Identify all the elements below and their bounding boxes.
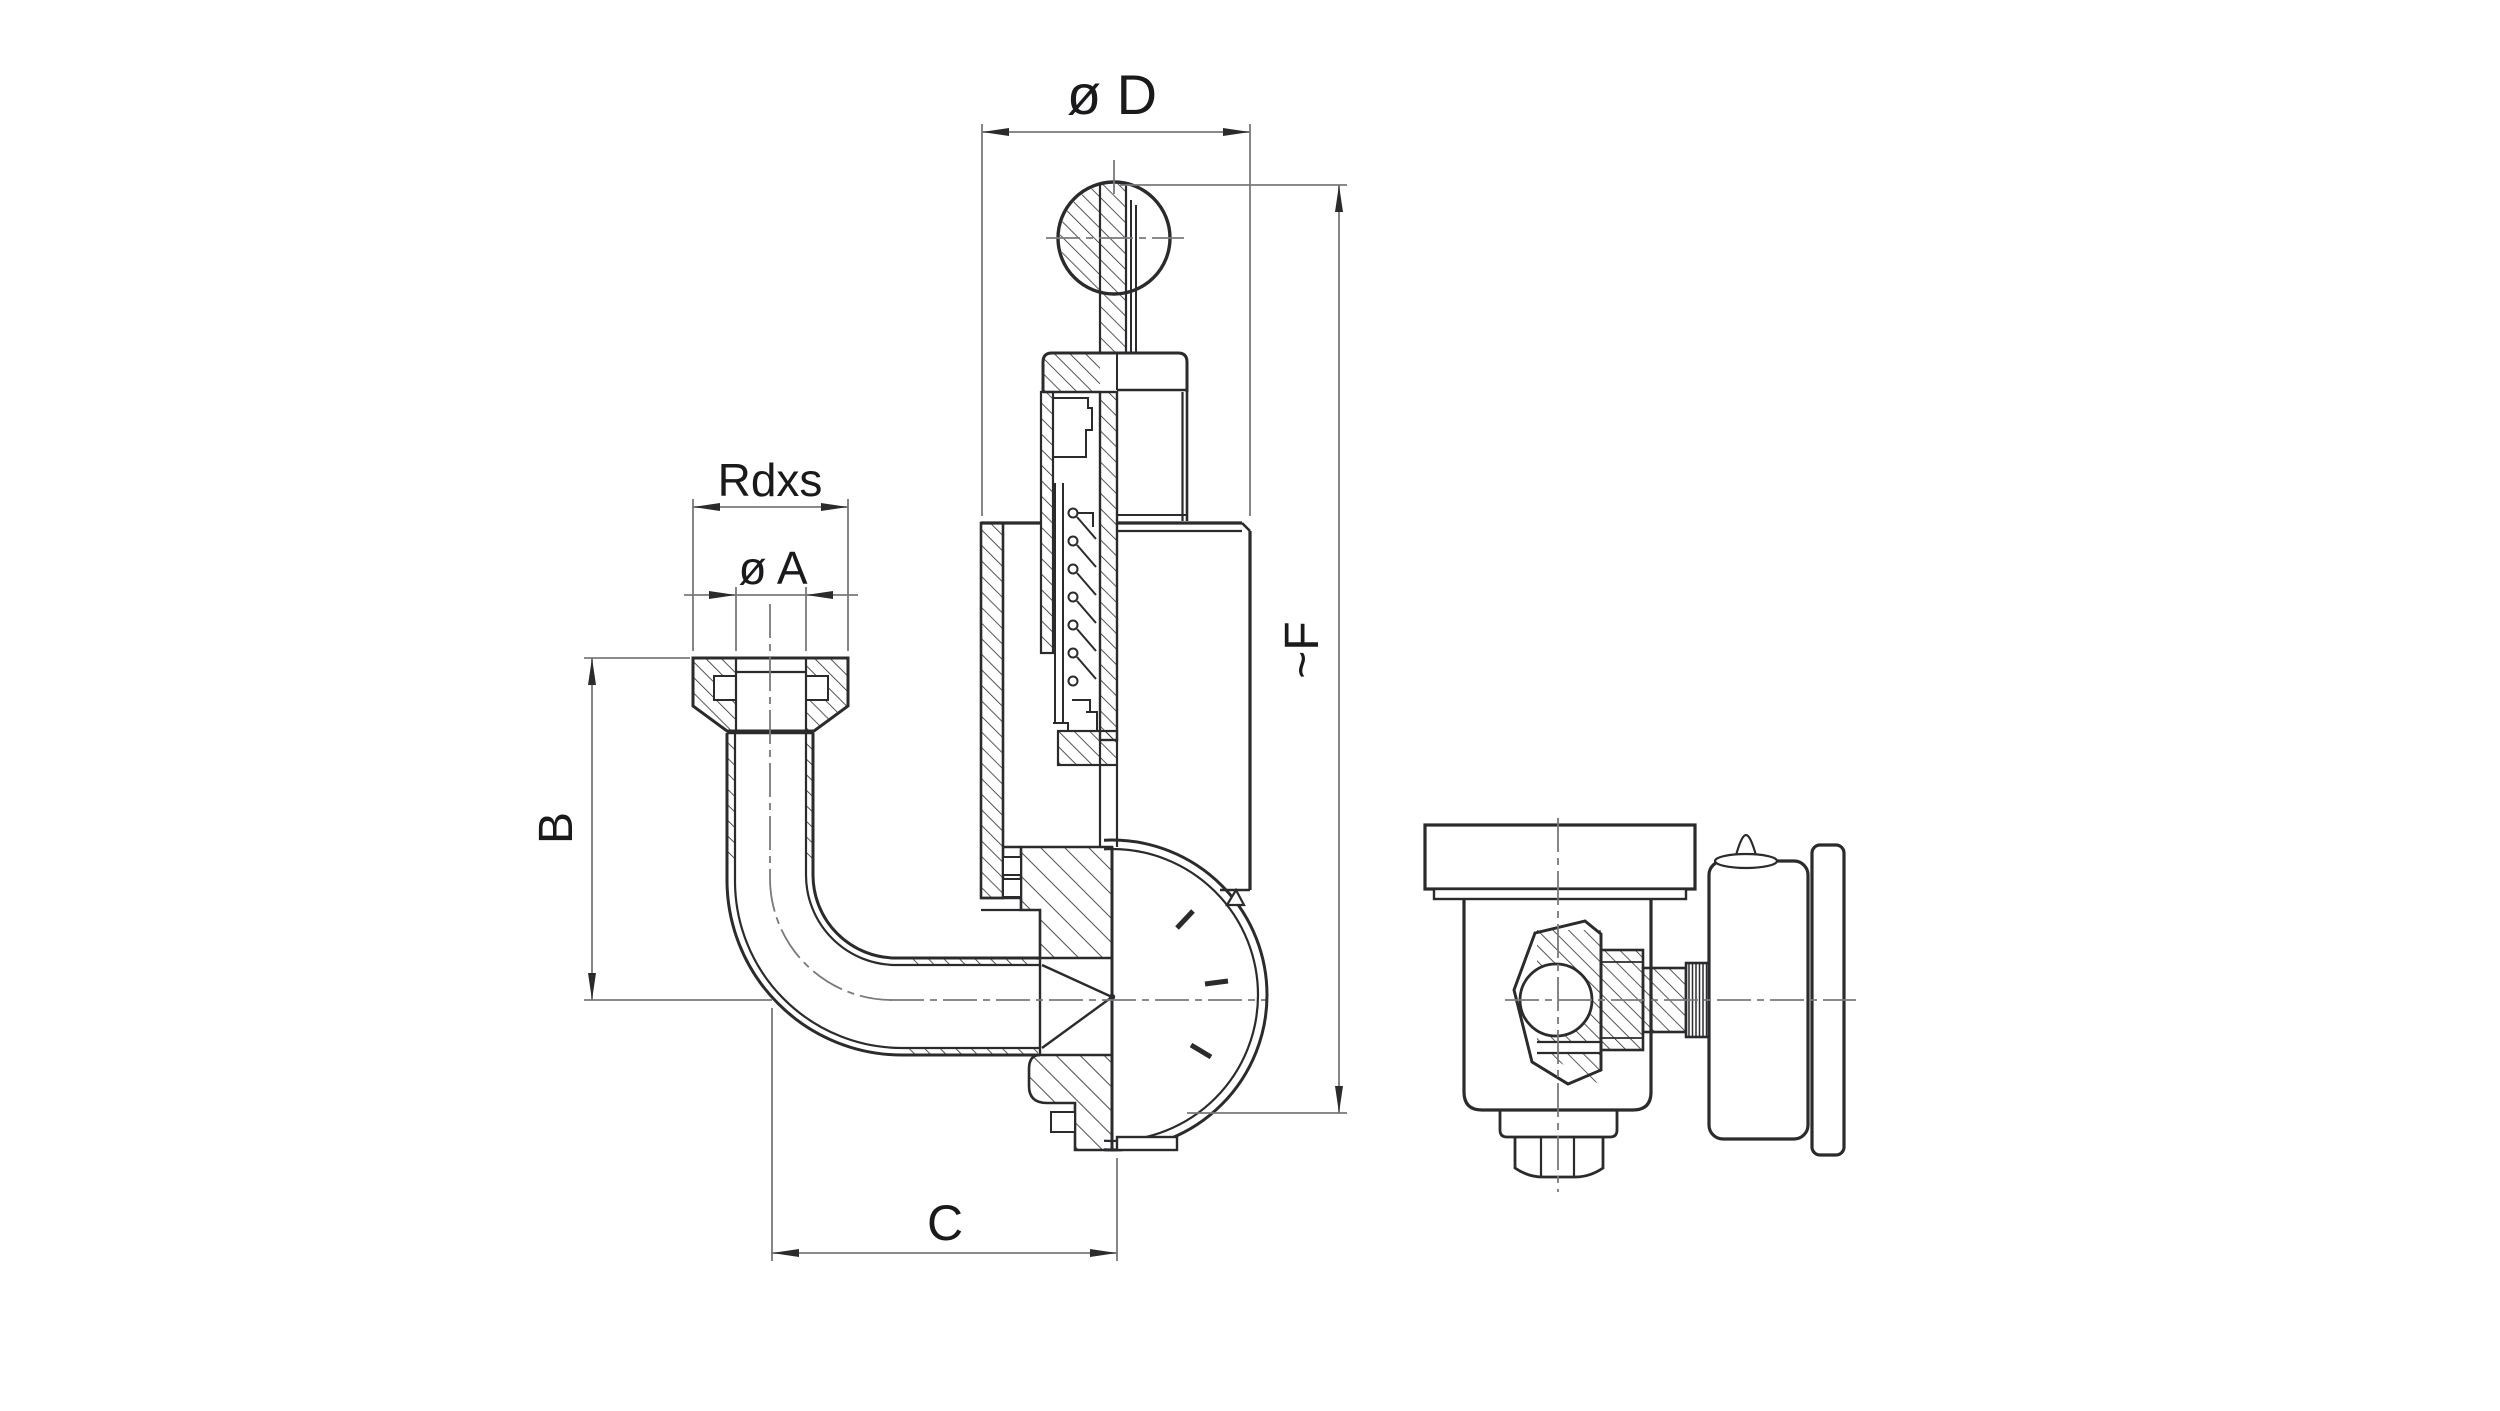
gland-assembly bbox=[1512, 919, 1712, 1086]
label-thread: Rdxs bbox=[718, 454, 823, 506]
valve-disc bbox=[1053, 711, 1119, 847]
pipe-centerline bbox=[769, 604, 1268, 1001]
side-flange bbox=[1423, 823, 1697, 901]
dimension-labels: ø D ~F Rdxs ø A B C bbox=[530, 63, 1329, 1251]
side-centerlines bbox=[1505, 818, 1856, 1192]
centerline-ball bbox=[1046, 160, 1184, 239]
ball-knob bbox=[1056, 180, 1172, 353]
dim-thread bbox=[692, 499, 849, 651]
dim-height-b bbox=[584, 657, 772, 1001]
label-height-b: B bbox=[530, 812, 583, 844]
dimensions bbox=[584, 124, 1347, 1261]
label-diameter-d: ø D bbox=[1067, 63, 1157, 126]
label-height-f: ~F bbox=[1276, 621, 1329, 678]
spring bbox=[1067, 507, 1097, 712]
bonnet-cap bbox=[1041, 351, 1189, 394]
valve-seat bbox=[1002, 845, 1116, 1152]
bonnet bbox=[1039, 390, 1189, 742]
valve-body-shell bbox=[979, 521, 1252, 912]
dim-bore-a bbox=[684, 587, 858, 651]
gauge-dial bbox=[1104, 838, 1269, 1152]
inlet-flange bbox=[691, 656, 850, 733]
pressure-gauge bbox=[1707, 833, 1846, 1157]
front-view bbox=[691, 160, 1269, 1152]
dim-height-f bbox=[1120, 184, 1347, 1114]
dim-diameter-d bbox=[981, 124, 1251, 516]
side-view bbox=[1423, 818, 1856, 1192]
label-bore-a: ø A bbox=[738, 542, 807, 594]
elbow-pipe bbox=[725, 731, 1042, 1057]
dim-depth-c bbox=[771, 1008, 1118, 1261]
label-depth-c: C bbox=[927, 1195, 963, 1251]
